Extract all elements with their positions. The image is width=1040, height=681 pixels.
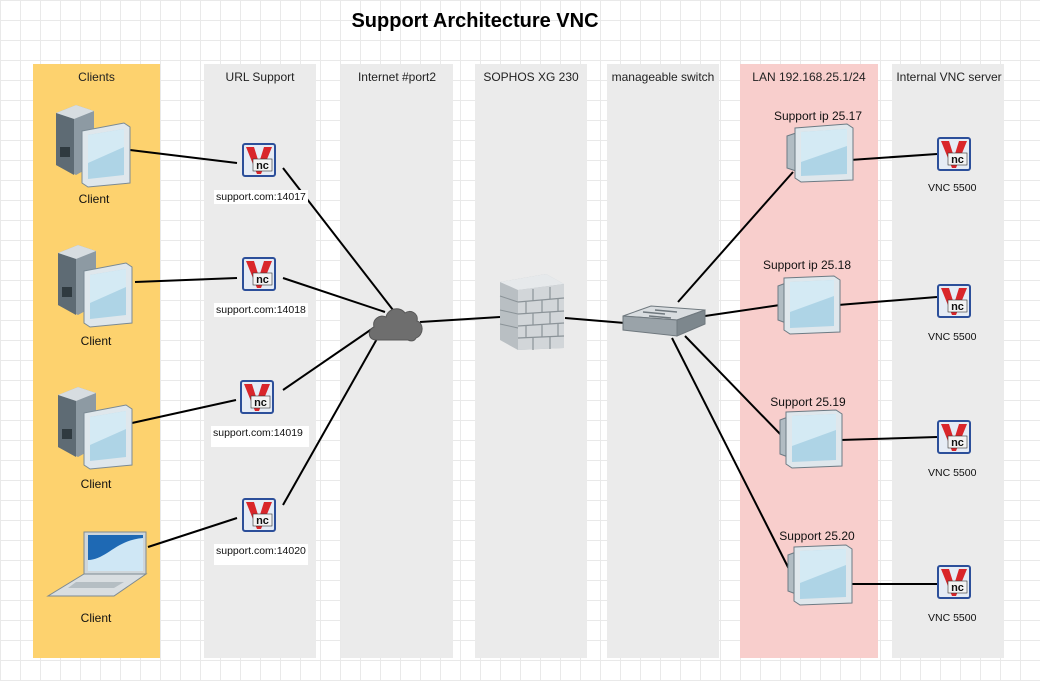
support-label: Support 25.19 bbox=[770, 395, 846, 409]
client-label: Client bbox=[78, 192, 110, 206]
vnc-viewer-icon: nc bbox=[937, 137, 971, 171]
lane-label-vnc-server: Internal VNC server bbox=[896, 70, 1002, 84]
lane-switch bbox=[607, 64, 719, 658]
vnc-viewer-icon: nc bbox=[937, 565, 971, 599]
vnc-viewer-icon: nc bbox=[242, 143, 276, 177]
desktop-computer-icon bbox=[58, 387, 133, 470]
lane-internet bbox=[341, 64, 453, 658]
client-label: Client bbox=[80, 477, 112, 491]
network-switch-icon bbox=[622, 305, 706, 337]
link-client3-url3 bbox=[131, 399, 237, 424]
support-label: Support ip 25.17 bbox=[773, 109, 863, 123]
svg-text:nc: nc bbox=[254, 397, 267, 409]
vnc-server-label: VNC 5500 bbox=[928, 331, 977, 343]
svg-text:nc: nc bbox=[256, 515, 269, 527]
support-label: Support 25.20 bbox=[779, 529, 855, 543]
workstation-monitor-icon bbox=[779, 409, 843, 469]
link-switch-support3 bbox=[684, 335, 784, 438]
diagram-title: Support Architecture VNC bbox=[351, 10, 599, 32]
vnc-viewer-icon: nc bbox=[242, 257, 276, 291]
lane-label-sophos: SOPHOS XG 230 bbox=[483, 70, 579, 84]
vnc-viewer-icon: nc bbox=[240, 380, 274, 414]
client-label: Client bbox=[80, 334, 112, 348]
vnc-viewer-icon: nc bbox=[937, 420, 971, 454]
link-client2-url2 bbox=[134, 277, 238, 283]
firewall-icon bbox=[499, 274, 565, 350]
desktop-computer-icon bbox=[56, 105, 131, 188]
svg-text:nc: nc bbox=[951, 437, 964, 449]
svg-text:nc: nc bbox=[256, 160, 269, 172]
vnc-viewer-icon: nc bbox=[242, 498, 276, 532]
lane-label-switch: manageable switch bbox=[611, 70, 715, 84]
url-label: support.com:14018 bbox=[214, 303, 308, 317]
lane-label-url-support: URL Support bbox=[225, 70, 295, 84]
vnc-server-label: VNC 5500 bbox=[928, 612, 977, 624]
link-switch-support4 bbox=[671, 337, 794, 578]
link-firewall-switch bbox=[564, 317, 626, 324]
lane-label-clients: Clients bbox=[78, 70, 115, 84]
vnc-server-label: VNC 5500 bbox=[928, 467, 977, 479]
link-support2-vnc2 bbox=[837, 296, 938, 306]
link-support1-vnc1 bbox=[849, 153, 938, 161]
link-switch-support1 bbox=[677, 171, 794, 303]
link-switch-support2 bbox=[704, 304, 781, 317]
workstation-monitor-icon bbox=[777, 275, 841, 335]
url-label: support.com:14017 bbox=[214, 190, 308, 204]
support-label: Support ip 25.18 bbox=[762, 258, 852, 272]
cloud-icon bbox=[368, 308, 423, 342]
client-label: Client bbox=[80, 611, 112, 625]
url-label: support.com:14020 bbox=[214, 544, 308, 565]
vnc-viewer-icon: nc bbox=[937, 284, 971, 318]
link-client1-url1 bbox=[129, 149, 238, 164]
link-url3-cloud bbox=[282, 321, 383, 391]
svg-text:nc: nc bbox=[951, 301, 964, 313]
link-laptop-url4 bbox=[147, 517, 238, 548]
svg-text:nc: nc bbox=[256, 274, 269, 286]
laptop-icon bbox=[46, 531, 148, 597]
link-url2-cloud bbox=[282, 277, 386, 313]
url-label: support.com:14019 bbox=[211, 426, 309, 447]
svg-text:nc: nc bbox=[951, 582, 964, 594]
desktop-computer-icon bbox=[58, 245, 133, 328]
svg-text:nc: nc bbox=[951, 154, 964, 166]
lane-sophos bbox=[475, 64, 587, 658]
vnc-server-label: VNC 5500 bbox=[928, 182, 977, 194]
link-url4-cloud bbox=[282, 329, 383, 506]
lane-label-lan: LAN 192.168.25.1/24 bbox=[752, 70, 866, 84]
link-cloud-firewall bbox=[419, 316, 501, 323]
workstation-monitor-icon bbox=[786, 123, 854, 183]
lane-label-internet: Internet #port2 bbox=[357, 70, 437, 84]
workstation-monitor-icon bbox=[787, 544, 853, 606]
link-support3-vnc3 bbox=[839, 436, 938, 441]
